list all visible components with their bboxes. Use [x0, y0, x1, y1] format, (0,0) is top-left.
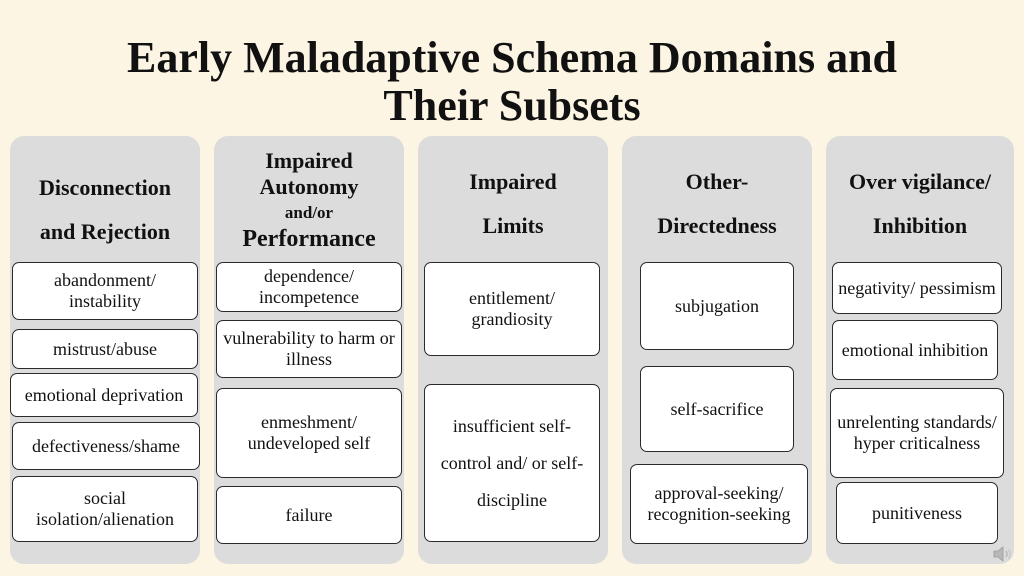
heading-line: Over vigilance/ [849, 169, 991, 194]
heading-line: and Rejection [39, 219, 171, 244]
domain-heading: Disconnection and Rejection [10, 166, 200, 254]
domain-heading: Over vigilance/ Inhibition [826, 160, 1014, 248]
schema-box: social isolation/alienation [12, 476, 198, 542]
schema-box: self-sacrifice [640, 366, 794, 452]
heading-line: Impaired [265, 148, 353, 173]
schema-box: insufficient self-control and/ or self-d… [424, 384, 600, 542]
domain-heading: Impaired Limits [418, 160, 608, 248]
schema-box: mistrust/abuse [12, 329, 198, 369]
schema-box: entitlement/ grandiosity [424, 262, 600, 356]
schema-box: enmeshment/ undeveloped self [216, 388, 402, 478]
domain-column-impaired-limits: Impaired Limits entitlement/ grandiosity… [418, 136, 608, 564]
schema-box: emotional deprivation [10, 373, 198, 417]
heading-line: Other- [685, 169, 749, 194]
heading-line: Autonomy [259, 174, 359, 199]
schema-box: approval-seeking/ recognition-seeking [630, 464, 808, 544]
schema-box: abandonment/ instability [12, 262, 198, 320]
heading-line: and/or [284, 203, 334, 222]
heading-line: Directedness [657, 213, 777, 238]
schema-box: subjugation [640, 262, 794, 350]
domain-column-impaired-autonomy: Impaired Autonomy and/or Performance dep… [214, 136, 404, 564]
schema-box: unrelenting standards/ hyper criticalnes… [830, 388, 1004, 478]
schema-box: defectiveness/shame [12, 422, 200, 470]
title-line-2: Their Subsets [383, 81, 641, 130]
schema-box: punitiveness [836, 482, 998, 544]
domain-heading: Impaired Autonomy and/or Performance [214, 148, 404, 252]
domain-heading: Other- Directedness [622, 160, 812, 248]
heading-line: Impaired [469, 169, 557, 194]
domain-column-other-directedness: Other- Directedness subjugation self-sac… [622, 136, 812, 564]
domain-column-over-vigilance: Over vigilance/ Inhibition negativity/ p… [826, 136, 1014, 564]
heading-line: Inhibition [872, 213, 968, 238]
heading-line: Limits [482, 213, 544, 238]
schema-box: emotional inhibition [832, 320, 998, 380]
title-line-1: Early Maladaptive Schema Domains and [126, 33, 898, 82]
heading-line: Performance [242, 226, 376, 252]
schema-box: negativity/ pessimism [832, 262, 1002, 314]
schema-box: vulnerability to harm or illness [216, 320, 402, 378]
slide-title: Early Maladaptive Schema Domains and The… [0, 34, 1024, 130]
heading-line: Disconnection [39, 175, 171, 200]
schema-box: failure [216, 486, 402, 544]
domain-column-disconnection: Disconnection and Rejection abandonment/… [10, 136, 200, 564]
schema-box: dependence/ incompetence [216, 262, 402, 312]
speaker-icon[interactable] [992, 545, 1014, 563]
